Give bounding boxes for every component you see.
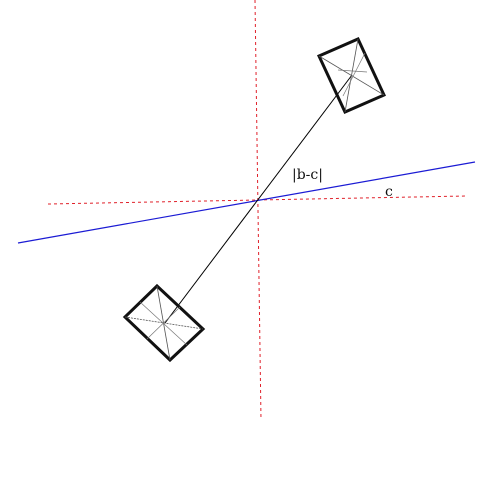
line-c-label: c (385, 184, 393, 200)
line-c (17, 161, 476, 244)
lower-box (122, 283, 206, 363)
upper-box-diagonal-2 (344, 38, 359, 113)
horizontal-axis (47, 195, 467, 205)
vertical-axis (254, 0, 262, 421)
upper-box (316, 37, 387, 114)
upper-box-inner-1 (337, 69, 368, 73)
lower-box-inner-2 (146, 306, 181, 340)
connector-line (164, 74, 353, 324)
distance-label: |b-c| (292, 167, 323, 183)
upper-box-inner-2 (342, 52, 366, 97)
lower-box-inner-1 (139, 301, 188, 346)
